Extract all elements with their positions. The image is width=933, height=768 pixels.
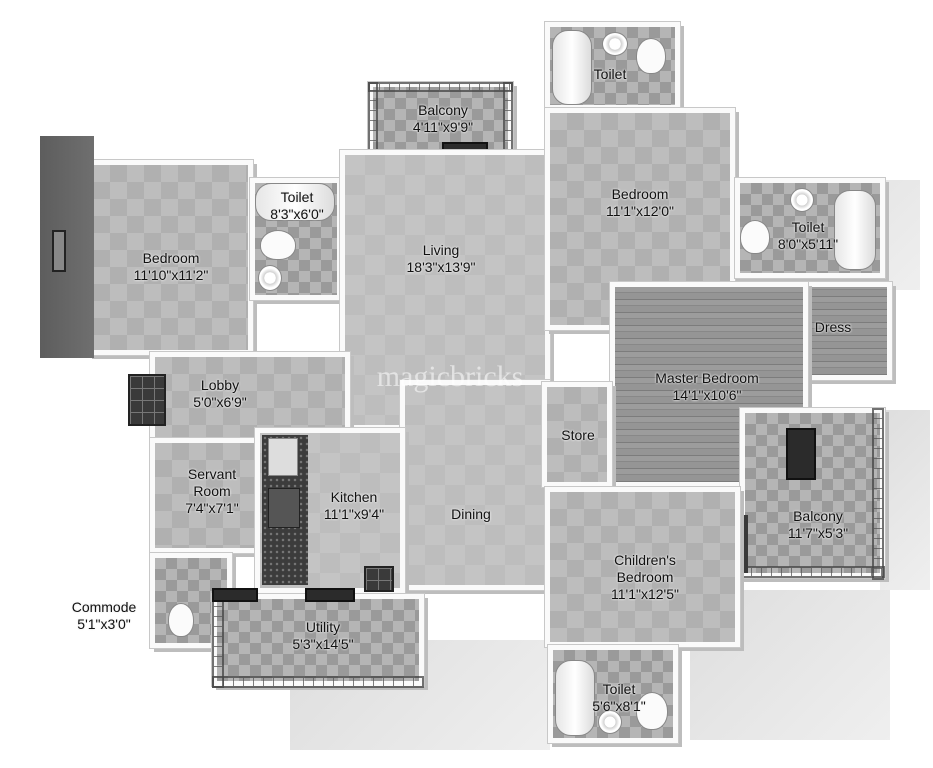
dress-floor (800, 282, 892, 380)
toilet-right-label: Toilet 8'0"x5'11" (778, 219, 838, 253)
wash-basin (602, 32, 628, 56)
utility-door (305, 588, 355, 602)
bedroom-left-label: Bedroom 11'10"x11'2" (134, 250, 209, 284)
room-size: 14'1"x10'6" (672, 387, 742, 403)
bathtub (555, 660, 595, 736)
dining-floor (400, 380, 550, 590)
commode-label: Commode 5'1"x3'0" (72, 599, 137, 633)
room-name: Bedroom (616, 569, 674, 585)
utility-shaft (364, 566, 394, 592)
balcony-railing (368, 82, 378, 152)
bedroom-wall-painting (52, 230, 66, 272)
childrens-bedroom-label: Children's Bedroom 11'1"x12'5" (611, 552, 679, 603)
room-name: Dress (814, 319, 852, 335)
room-name: Lobby (200, 377, 240, 393)
room-size: 11'7"x5'3" (787, 525, 849, 541)
room-name: Utility (305, 619, 341, 635)
dining-label: Dining (451, 506, 491, 523)
room-size: 18'3"x13'9" (406, 259, 476, 275)
wash-basin (258, 265, 282, 291)
utility-label: Utility 5'3"x14'5" (292, 619, 353, 653)
bathtub (255, 183, 335, 221)
room-size: 11'10"x11'2" (133, 267, 209, 283)
room-name: Kitchen (330, 489, 378, 505)
room-size: 5'1"x3'0" (77, 616, 131, 632)
balcony-right-label: Balcony 11'7"x5'3" (788, 508, 848, 542)
room-size: 4'11"x9'9" (412, 119, 474, 135)
servant-room-floor (150, 438, 262, 553)
store-floor (542, 382, 612, 487)
balcony-railing (872, 408, 884, 580)
room-name: Room (193, 483, 231, 499)
bedroom-top-floor (545, 108, 735, 330)
toilet-seat (636, 692, 668, 730)
room-name: Bedroom (611, 186, 669, 202)
balcony-top-label: Balcony 4'11"x9'9" (413, 102, 473, 136)
bathtub (552, 30, 592, 105)
childrens-bedroom-floor (545, 487, 740, 647)
servant-room-label: Servant Room 7'4"x7'1" (185, 466, 238, 517)
bathtub (834, 190, 876, 270)
room-name: Servant (187, 466, 237, 482)
toilet-seat (260, 230, 296, 260)
balcony-railing (368, 82, 513, 92)
room-name: Commode (71, 599, 137, 615)
utility-railing (212, 676, 424, 688)
balcony-door (786, 428, 816, 480)
room-size: 5'6"x8'1" (592, 698, 646, 714)
room-size: 11'1"x12'5" (611, 586, 679, 602)
room-size: 7'4"x7'1" (185, 500, 239, 516)
master-bedroom-label: Master Bedroom 14'1"x10'6" (655, 370, 758, 404)
toilet-top-label: Toilet (594, 66, 627, 83)
shadow (880, 410, 930, 590)
room-name: Balcony (793, 508, 843, 524)
utility-door (212, 588, 258, 602)
room-size: 5'0"x6'9" (193, 394, 247, 410)
store-label: Store (561, 427, 594, 444)
room-name: Store (561, 427, 595, 443)
room-size: 5'3"x14'5" (292, 636, 354, 652)
toilet-bottom-label: Toilet 5'6"x8'1" (592, 681, 645, 715)
room-name: Toilet (593, 66, 627, 82)
room-size: 8'0"x5'11" (777, 236, 839, 252)
dress-label: Dress (815, 319, 852, 336)
toilet-seat (636, 38, 666, 74)
room-name: Master Bedroom (655, 370, 759, 386)
bedroom-left-floor (88, 160, 253, 355)
room-name: Dining (451, 506, 491, 522)
kitchen-sink (268, 438, 298, 476)
watermark: magicbricks (376, 360, 524, 393)
living-label: Living 18'3"x13'9" (406, 242, 475, 276)
room-name: Balcony (418, 102, 468, 118)
room-name: Children's (614, 552, 676, 568)
toilet-left-label: Toilet 8'3"x6'0" (270, 189, 323, 223)
room-name: Bedroom (142, 250, 200, 266)
room-name: Living (422, 242, 460, 258)
room-name: Toilet (602, 681, 636, 697)
balcony-railing (503, 82, 513, 152)
lobby-label: Lobby 5'0"x6'9" (193, 377, 246, 411)
utility-railing (212, 594, 224, 688)
kitchen-hob (268, 488, 300, 528)
shoe-rack (128, 374, 166, 426)
room-size: 8'3"x6'0" (270, 206, 324, 222)
bedroom-left-wall (40, 136, 94, 358)
toilet-seat (168, 603, 194, 637)
wash-basin (790, 188, 814, 212)
balcony-railing (740, 566, 885, 578)
bedroom-top-label: Bedroom 11'1"x12'0" (606, 186, 674, 220)
room-name: Toilet (791, 219, 825, 235)
toilet-seat (740, 220, 770, 254)
room-name: Toilet (280, 189, 314, 205)
room-size: 11'1"x9'4" (323, 506, 385, 522)
kitchen-label: Kitchen 11'1"x9'4" (324, 489, 384, 523)
room-size: 11'1"x12'0" (606, 203, 674, 219)
wash-basin (598, 710, 622, 734)
